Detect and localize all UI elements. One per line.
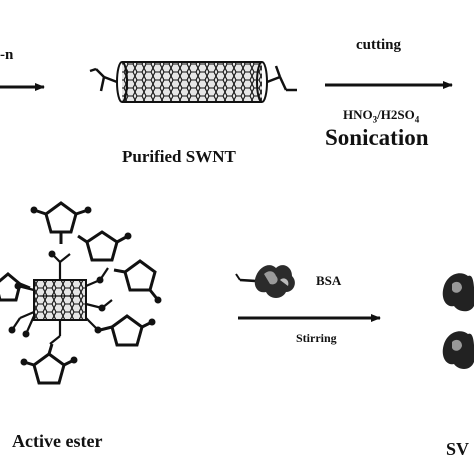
acid-reagents-label: HNO3/H2SO4 bbox=[343, 107, 420, 125]
sonication-label: Sonication bbox=[325, 125, 429, 150]
purified-swnt-nanotube bbox=[116, 61, 268, 103]
product-label-partial: SV bbox=[446, 439, 470, 459]
carboxyl-group-right bbox=[266, 65, 297, 92]
product-protein-top bbox=[442, 273, 474, 312]
bsa-label: BSA bbox=[316, 273, 342, 288]
stirring-label: Stirring bbox=[296, 331, 337, 345]
purified-swnt-label: Purified SWNT bbox=[122, 147, 236, 166]
step-label-left: -n bbox=[0, 47, 14, 63]
active-ester-nanotube bbox=[33, 279, 87, 321]
cutting-label: cutting bbox=[356, 37, 401, 53]
carboxyl-group-left bbox=[89, 67, 118, 92]
product-protein-bottom bbox=[442, 331, 474, 369]
oxygen-atoms bbox=[8, 206, 162, 366]
active-ester-label: Active ester bbox=[12, 431, 103, 451]
bsa-protein-icon bbox=[235, 265, 295, 298]
